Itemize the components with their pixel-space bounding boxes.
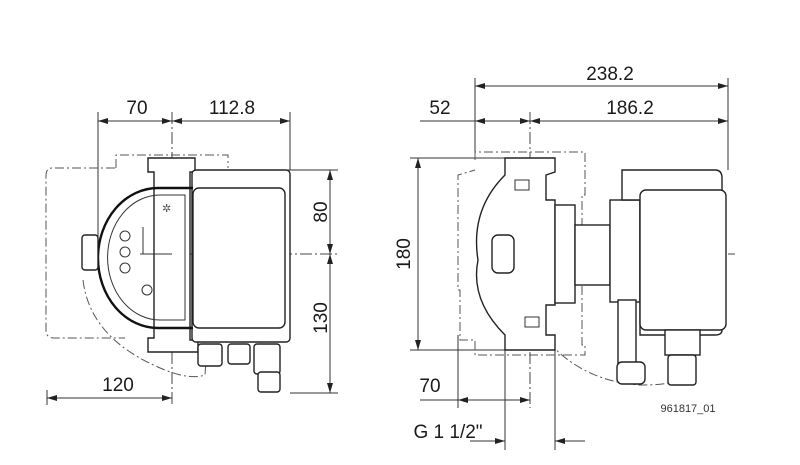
side-clearance-outline [457,151,586,356]
dim-overall-length: 238.2 [586,64,634,85]
dim-rear-clearance: 120 [102,375,134,396]
side-view: 238.2 52 186.2 180 70 G 1 1/2" 961817_01 [394,64,735,450]
dim-thread: G 1 1/2" [413,422,482,443]
control-buttons [119,230,153,296]
dim-port-offset: 52 [429,98,450,119]
dim-lower-height: 130 [311,302,332,334]
pump-side-body [475,157,727,386]
dim-port-to-port: 180 [394,238,415,270]
dim-inlet-offset: 70 [126,98,147,119]
dim-motor-length: 112.8 [209,98,255,119]
dim-upper-height: 80 [311,201,332,222]
clearance-outline [45,154,229,339]
fan-icon: ✲ [162,202,171,215]
front-view: ✲ 70 112.8 80 130 120 [45,98,338,405]
cable-glands [197,343,281,393]
pump-front-body: ✲ [81,157,291,393]
drawing-reference-number: 961817_01 [660,403,715,415]
dim-body-half-width: 70 [419,376,440,397]
dim-motor-depth: 186.2 [606,98,654,119]
